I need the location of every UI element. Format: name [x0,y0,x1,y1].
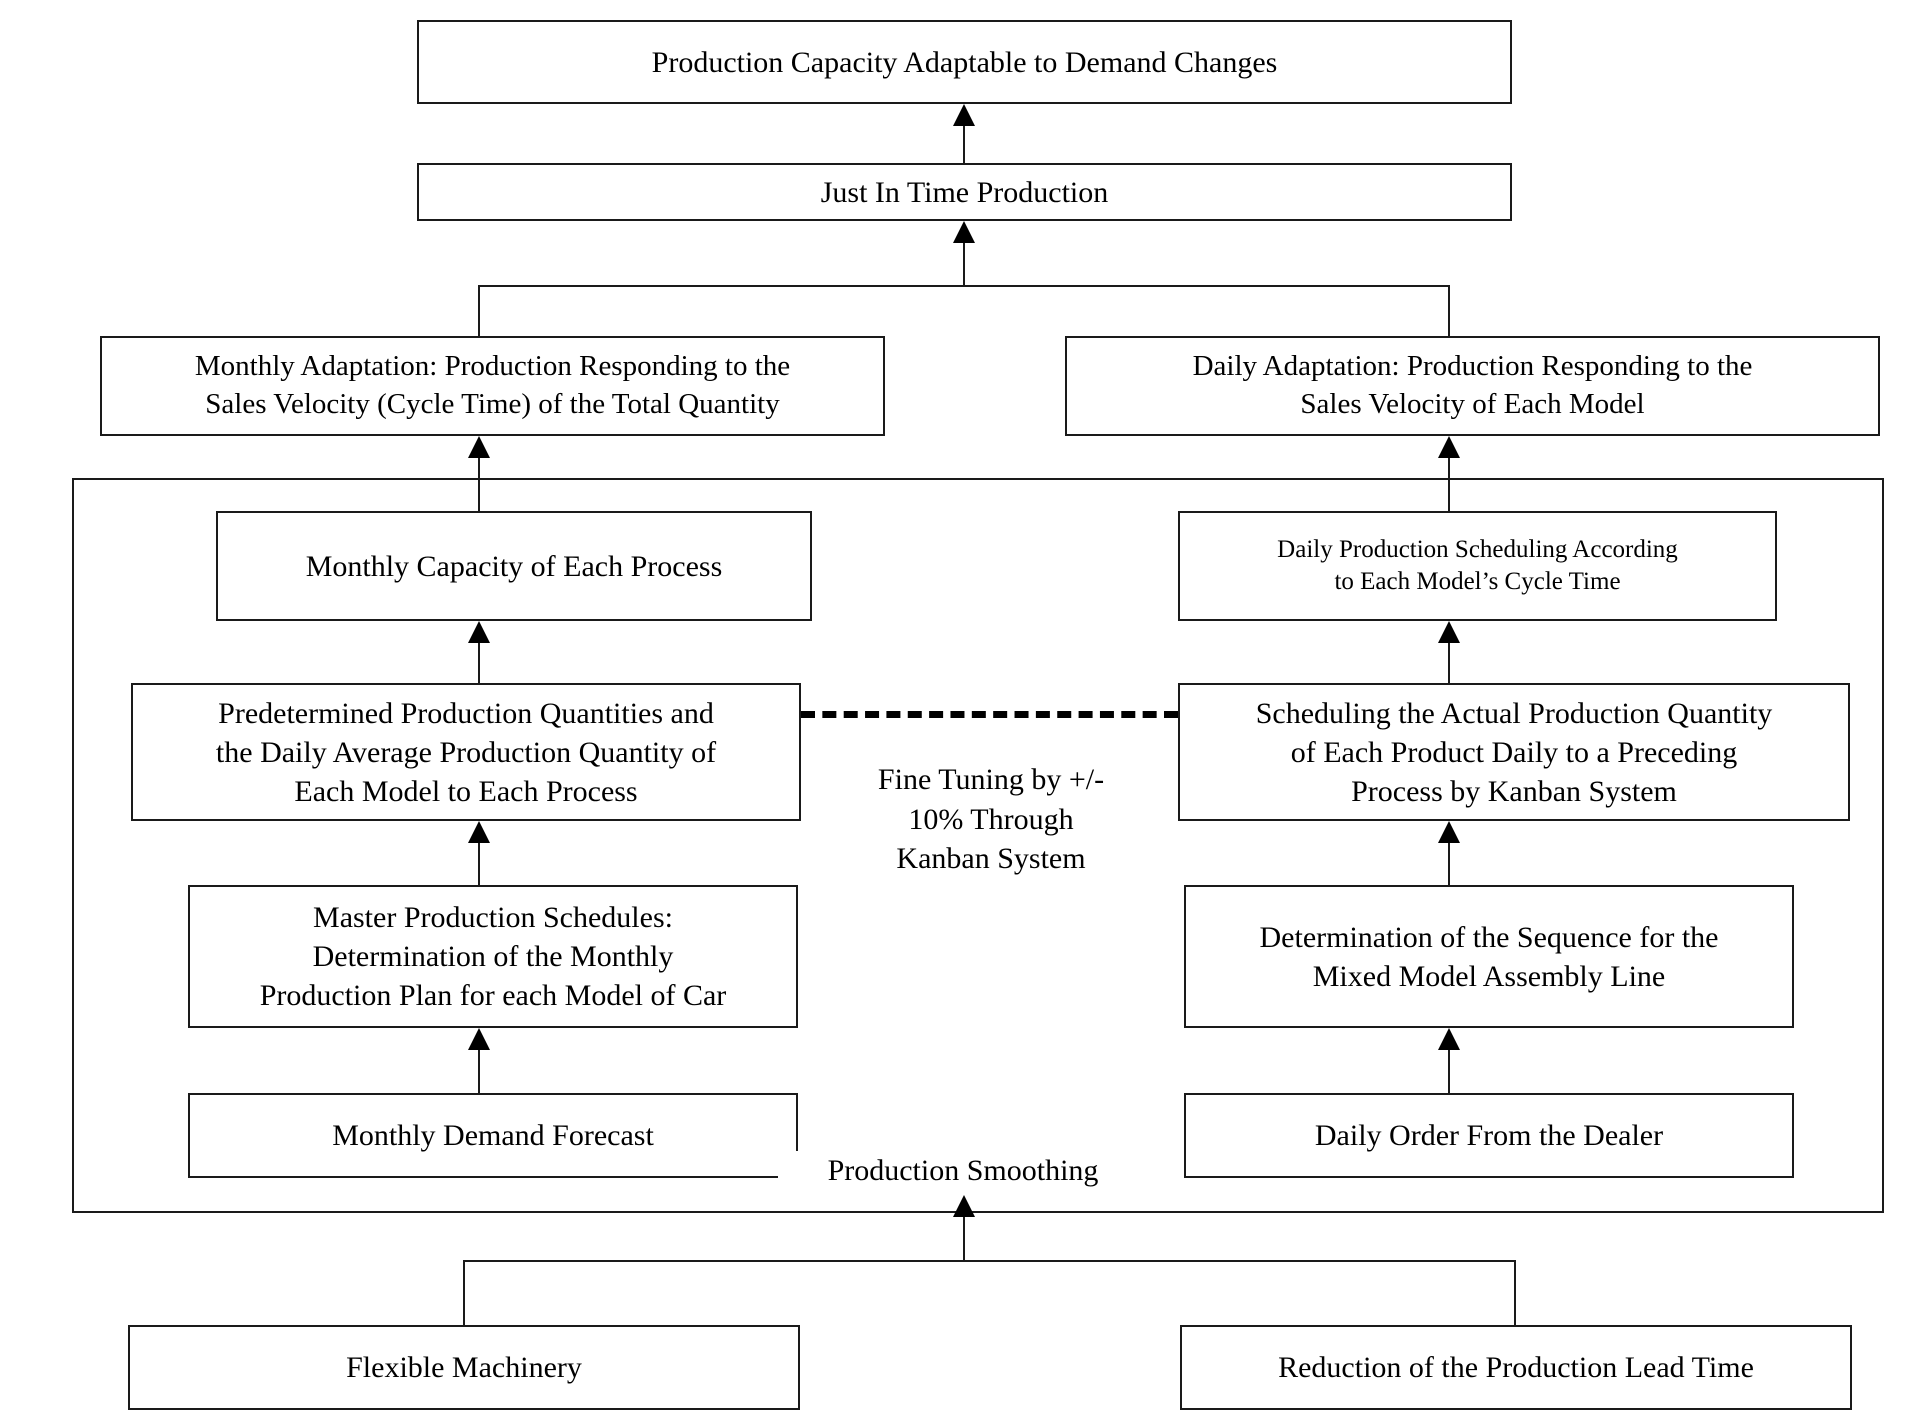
connector-flexible-machinery-riser [463,1260,465,1325]
node-monthly-demand-forecast[interactable]: Monthly Demand Forecast [188,1093,798,1178]
arrowhead-to-jit [953,221,975,243]
label-fine-tuning: Fine Tuning by +/- 10% Through Kanban Sy… [806,760,1176,879]
arrowhead-order-to-sequence [1438,1028,1460,1050]
node-monthly-adaptation[interactable]: Monthly Adaptation: Production Respondin… [100,336,885,436]
node-label: Master Production Schedules: Determinati… [259,901,727,1012]
production-smoothing-group-frame [72,478,1884,1213]
arrowhead-sequence-to-scheduling-actual [1438,821,1460,843]
arrowhead-master-to-predetermined [468,821,490,843]
arrowhead-jit-to-top-goal [953,104,975,126]
node-daily-order-from-dealer[interactable]: Daily Order From the Dealer [1184,1093,1794,1178]
connector-bottom-bus [463,1260,1516,1262]
node-label: Daily Order From the Dealer [1314,1119,1664,1152]
node-predetermined-production-quantities[interactable]: Predetermined Production Quantities and … [131,683,801,821]
label-production-smoothing: Production Smoothing [778,1151,1148,1191]
node-label: Daily Production Scheduling According to… [1277,535,1678,596]
node-label: Predetermined Production Quantities and … [215,696,717,808]
connector-forecast-to-master [478,1050,480,1093]
node-sequence-determination[interactable]: Determination of the Sequence for the Mi… [1184,885,1794,1028]
node-monthly-capacity-of-each-process[interactable]: Monthly Capacity of Each Process [216,511,812,621]
node-label: Monthly Demand Forecast [332,1119,654,1152]
arrowhead-forecast-to-master [468,1028,490,1050]
connector-fine-tuning-dashed [801,711,1178,718]
connector-jit-stem [963,239,965,285]
node-production-capacity-adaptable[interactable]: Production Capacity Adaptable to Demand … [417,20,1512,104]
connector-jit-to-top-goal [963,122,965,163]
node-master-production-schedules[interactable]: Master Production Schedules: Determinati… [188,885,798,1028]
arrowhead-daily-scheduling-to-adaptation [1438,436,1460,458]
node-just-in-time-production[interactable]: Just In Time Production [417,163,1512,221]
node-label: Just In Time Production [820,175,1109,209]
arrowhead-monthly-capacity-to-adaptation [468,436,490,458]
connector-monthly-capacity-to-adaptation [478,458,480,511]
node-scheduling-actual-production-quantity[interactable]: Scheduling the Actual Production Quantit… [1178,683,1850,821]
node-flexible-machinery[interactable]: Flexible Machinery [128,1325,800,1410]
arrowhead-scheduling-actual-to-daily-scheduling [1438,621,1460,643]
node-label: Monthly Capacity of Each Process [305,549,723,583]
node-label: Determination of the Sequence for the Mi… [1259,920,1719,993]
node-label: Production Capacity Adaptable to Demand … [651,45,1278,79]
node-label: Scheduling the Actual Production Quantit… [1255,696,1773,808]
node-reduction-production-lead-time[interactable]: Reduction of the Production Lead Time [1180,1325,1852,1410]
connector-sequence-to-scheduling-actual [1448,843,1450,885]
node-daily-adaptation[interactable]: Daily Adaptation: Production Responding … [1065,336,1880,436]
connector-monthly-adaptation-riser [478,285,480,336]
node-label: Daily Adaptation: Production Responding … [1192,350,1753,420]
connector-master-to-predetermined [478,843,480,885]
node-label: Reduction of the Production Lead Time [1278,1351,1754,1384]
node-daily-production-scheduling[interactable]: Daily Production Scheduling According to… [1178,511,1777,621]
connector-lead-time-riser [1514,1260,1516,1325]
connector-smoothing-stem [963,1213,965,1260]
connector-scheduling-actual-to-daily-scheduling [1448,643,1450,683]
connector-daily-scheduling-to-adaptation [1448,458,1450,511]
connector-daily-adaptation-riser [1448,285,1450,336]
connector-predetermined-to-monthly-capacity [478,643,480,683]
connector-adaptation-bus [478,285,1450,287]
connector-order-to-sequence [1448,1050,1450,1093]
node-label: Monthly Adaptation: Production Respondin… [194,350,791,420]
arrowhead-predetermined-to-monthly-capacity [468,621,490,643]
arrowhead-to-production-smoothing [953,1195,975,1217]
node-label: Flexible Machinery [346,1351,582,1384]
